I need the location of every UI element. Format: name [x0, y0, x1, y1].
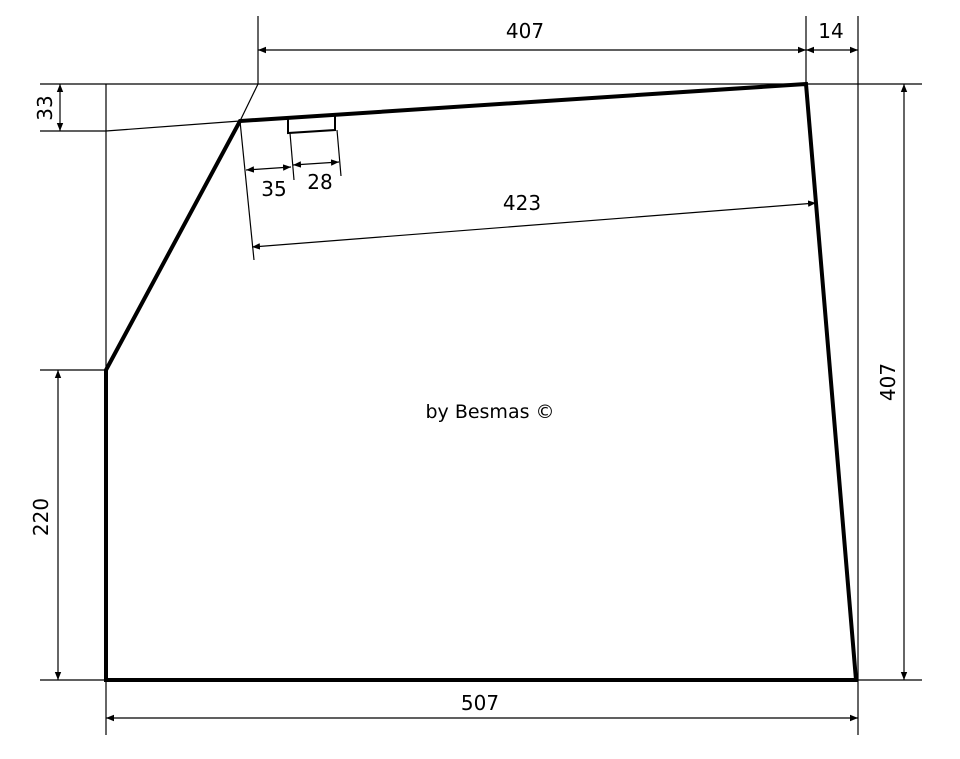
dimension-lines	[54, 46, 908, 722]
construction-lines	[105, 83, 259, 132]
dimension-label-left-height: 220	[29, 498, 53, 536]
dimension-label-diagonal-top: 423	[503, 191, 541, 215]
dimension-label-top-width: 407	[506, 19, 544, 43]
extension-lines	[40, 16, 922, 735]
dimension-label-top-right-offset: 14	[818, 19, 843, 43]
dimension-label-left-top-drop: 33	[33, 95, 57, 120]
reference-frame	[105, 83, 859, 680]
author-credit: by Besmas ©	[425, 401, 554, 423]
dimension-label-notch-width: 28	[307, 170, 332, 194]
notch	[287, 113, 336, 135]
dimension-label-right-height: 407	[876, 363, 900, 401]
dimension-label-bottom-width: 507	[461, 691, 499, 715]
pattern-outline	[104, 81, 859, 682]
dimension-label-notch-offset: 35	[261, 177, 286, 201]
